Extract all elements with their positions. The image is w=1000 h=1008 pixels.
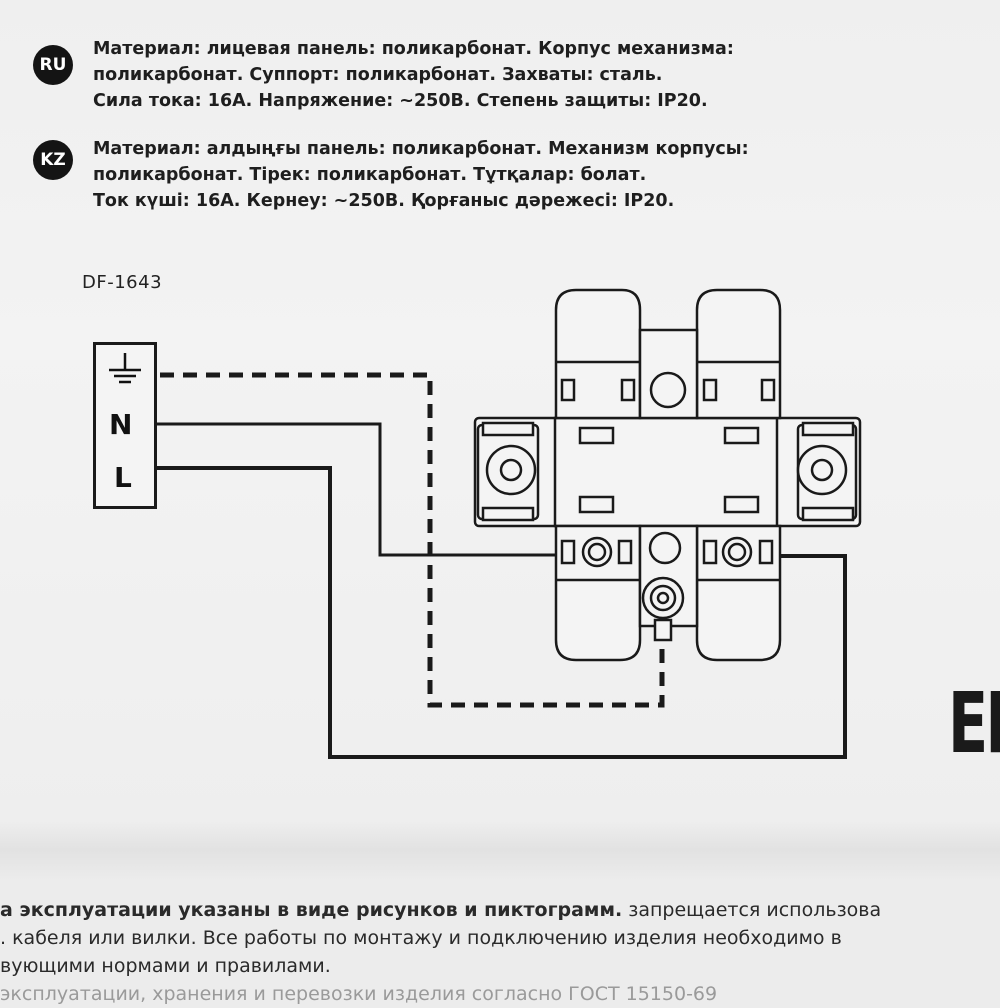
- kz-badge: KZ: [33, 140, 73, 180]
- model-number: DF-1643: [82, 272, 163, 293]
- terminal-block: [93, 342, 157, 509]
- live-wire: [157, 466, 847, 759]
- ru-spec-line: поликарбонат. Суппорт: поликарбонат. Зах…: [93, 65, 663, 85]
- footer-line-rest: запрещается использова: [622, 899, 882, 921]
- kz-spec-text: Материал: алдыңғы панель: поликарбонат. …: [93, 136, 749, 214]
- neutral-wire: [157, 422, 558, 557]
- footer-text: а эксплуатации указаны в виде рисунков и…: [0, 896, 1000, 1008]
- kz-spec-line: поликарбонат. Тірек: поликарбонат. Тұтқа…: [93, 165, 647, 185]
- ru-spec-line: Сила тока: 16А. Напряжение: ~250В. Степе…: [93, 91, 708, 111]
- footer-line-faded: эксплуатации, хранения и перевозки издел…: [0, 983, 718, 1005]
- kz-spec-line: Ток күші: 16А. Кернеу: ~250В. Қорғаныс д…: [93, 191, 675, 211]
- footer-line-bold: а эксплуатации указаны в виде рисунков и…: [0, 899, 623, 921]
- ru-badge: RU: [33, 45, 73, 85]
- packaging-fold: [0, 820, 1000, 880]
- footer-line: . кабеля или вилки. Все работы по монтаж…: [0, 927, 842, 949]
- footer-line: вующими нормами и правилами.: [0, 955, 331, 977]
- terminal-label-n: N: [109, 408, 133, 441]
- socket-mechanism: [473, 288, 862, 662]
- ground-icon: [109, 353, 141, 384]
- ru-spec-text: Материал: лицевая панель: поликарбонат. …: [93, 36, 734, 114]
- ground-wire: [160, 372, 665, 708]
- kz-spec-line: Материал: алдыңғы панель: поликарбонат. …: [93, 139, 749, 159]
- certification-mark: ERI: [948, 674, 1000, 772]
- ru-spec-line: Материал: лицевая панель: поликарбонат. …: [93, 39, 734, 59]
- terminal-label-l: L: [114, 461, 132, 494]
